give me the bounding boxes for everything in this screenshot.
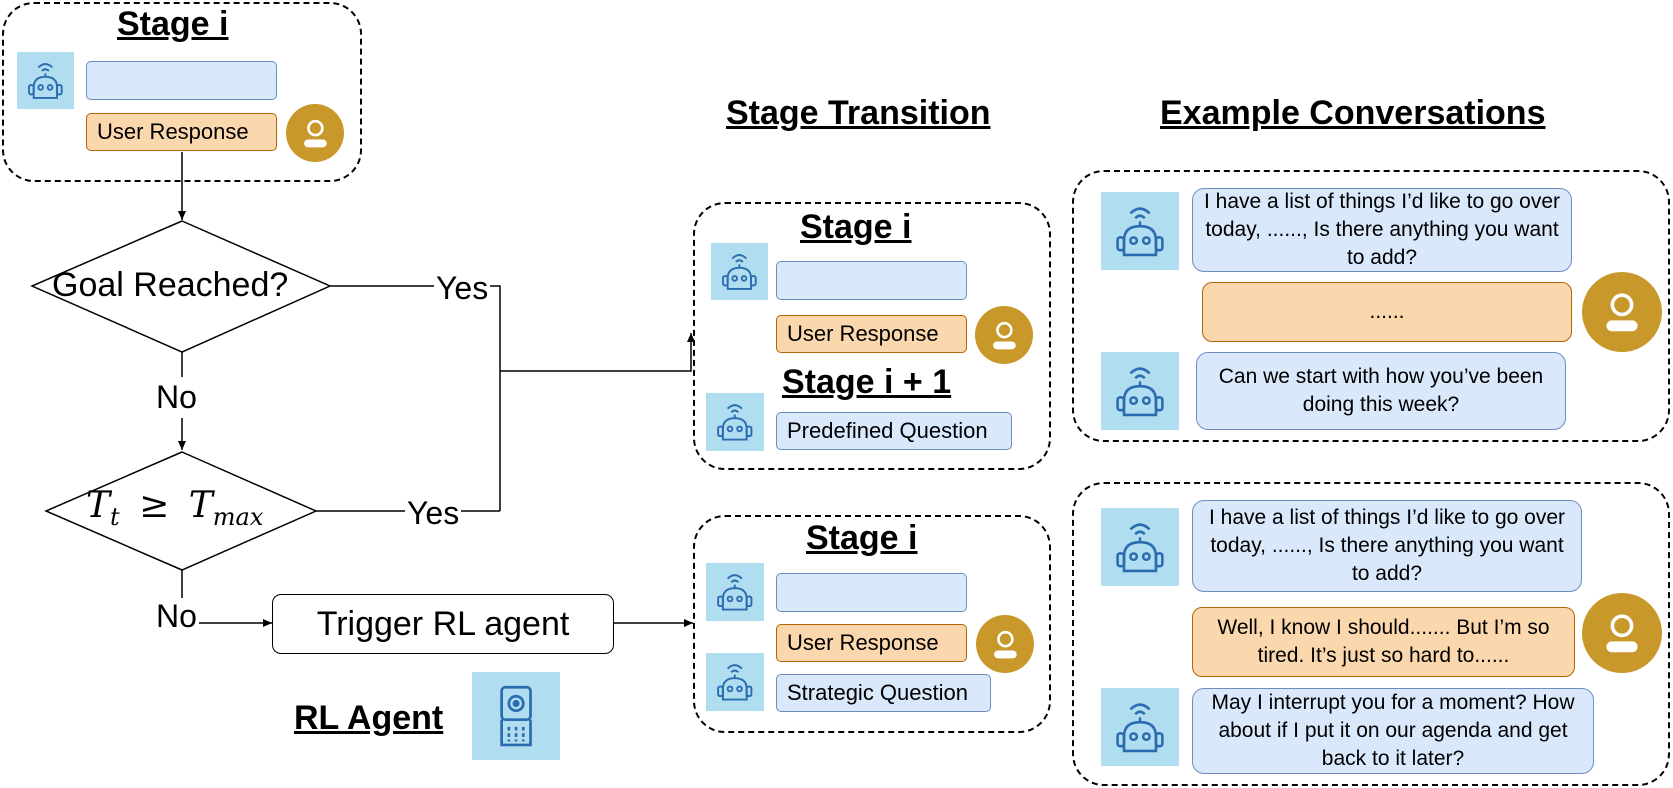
bot-message-empty (776, 261, 967, 300)
stage-i-box-top (2, 2, 362, 182)
trigger-rl-agent-box: Trigger RL agent (272, 594, 614, 654)
user-message: Well, I know I should....... But I’m so … (1192, 607, 1575, 677)
bot-message: I have a list of things I’d like to go o… (1192, 188, 1572, 272)
conversation-box-1 (1072, 170, 1670, 442)
user-message: ...... (1202, 282, 1572, 342)
stage-transition-heading: Stage Transition (726, 94, 991, 132)
robot-icon (711, 243, 768, 300)
rl-agent-heading: RL Agent (294, 699, 444, 737)
stage-transition-box (693, 202, 1051, 470)
robot-icon (706, 653, 764, 711)
user-avatar-icon (1582, 272, 1662, 352)
bot-message: I have a list of things I’d like to go o… (1192, 500, 1582, 592)
robot-icon (17, 52, 74, 109)
robot-icon (1101, 192, 1179, 270)
bot-message: Can we start with how you’ve been doing … (1196, 352, 1566, 430)
stage-i-heading-mid: Stage i (800, 208, 912, 246)
robot-icon (706, 563, 764, 621)
stage-i-plus-1-heading: Stage i + 1 (782, 363, 952, 401)
user-avatar-icon (286, 104, 344, 162)
conversation-box-2 (1072, 482, 1670, 786)
bot-message-empty (86, 61, 277, 100)
user-avatar-icon (976, 615, 1034, 673)
yes-label-condition: Yes (405, 495, 462, 532)
user-response-label: User Response (86, 113, 277, 151)
bot-message: May I interrupt you for a moment? How ab… (1192, 688, 1594, 774)
user-avatar-icon (1582, 593, 1662, 673)
line-yes-goal (330, 285, 501, 511)
robot-icon (1101, 688, 1179, 766)
stage-i-heading-bottom: Stage i (806, 519, 918, 557)
user-response-label: User Response (776, 624, 967, 662)
example-conversations-heading: Example Conversations (1160, 94, 1546, 132)
user-response-label: User Response (776, 315, 967, 353)
stage-i-box-bottom (693, 515, 1051, 733)
arrow-to-stage-transition (500, 333, 695, 372)
stage-i-heading-top: Stage i (117, 5, 229, 43)
bot-message-empty (776, 573, 967, 612)
goal-reached-label: Goal Reached? (52, 266, 289, 304)
strategic-question-label: Strategic Question (776, 674, 991, 712)
no-label-condition: No (154, 598, 199, 635)
no-label-goal: No (154, 377, 199, 418)
rl-agent-icon (472, 672, 560, 760)
predefined-question-label: Predefined Question (776, 412, 1012, 450)
condition-label: Tt ≥ Tmax (86, 485, 264, 532)
robot-icon (1101, 352, 1179, 430)
user-avatar-icon (975, 306, 1033, 364)
robot-icon (1101, 508, 1179, 586)
yes-label-goal: Yes (434, 270, 491, 307)
robot-icon (706, 393, 764, 451)
